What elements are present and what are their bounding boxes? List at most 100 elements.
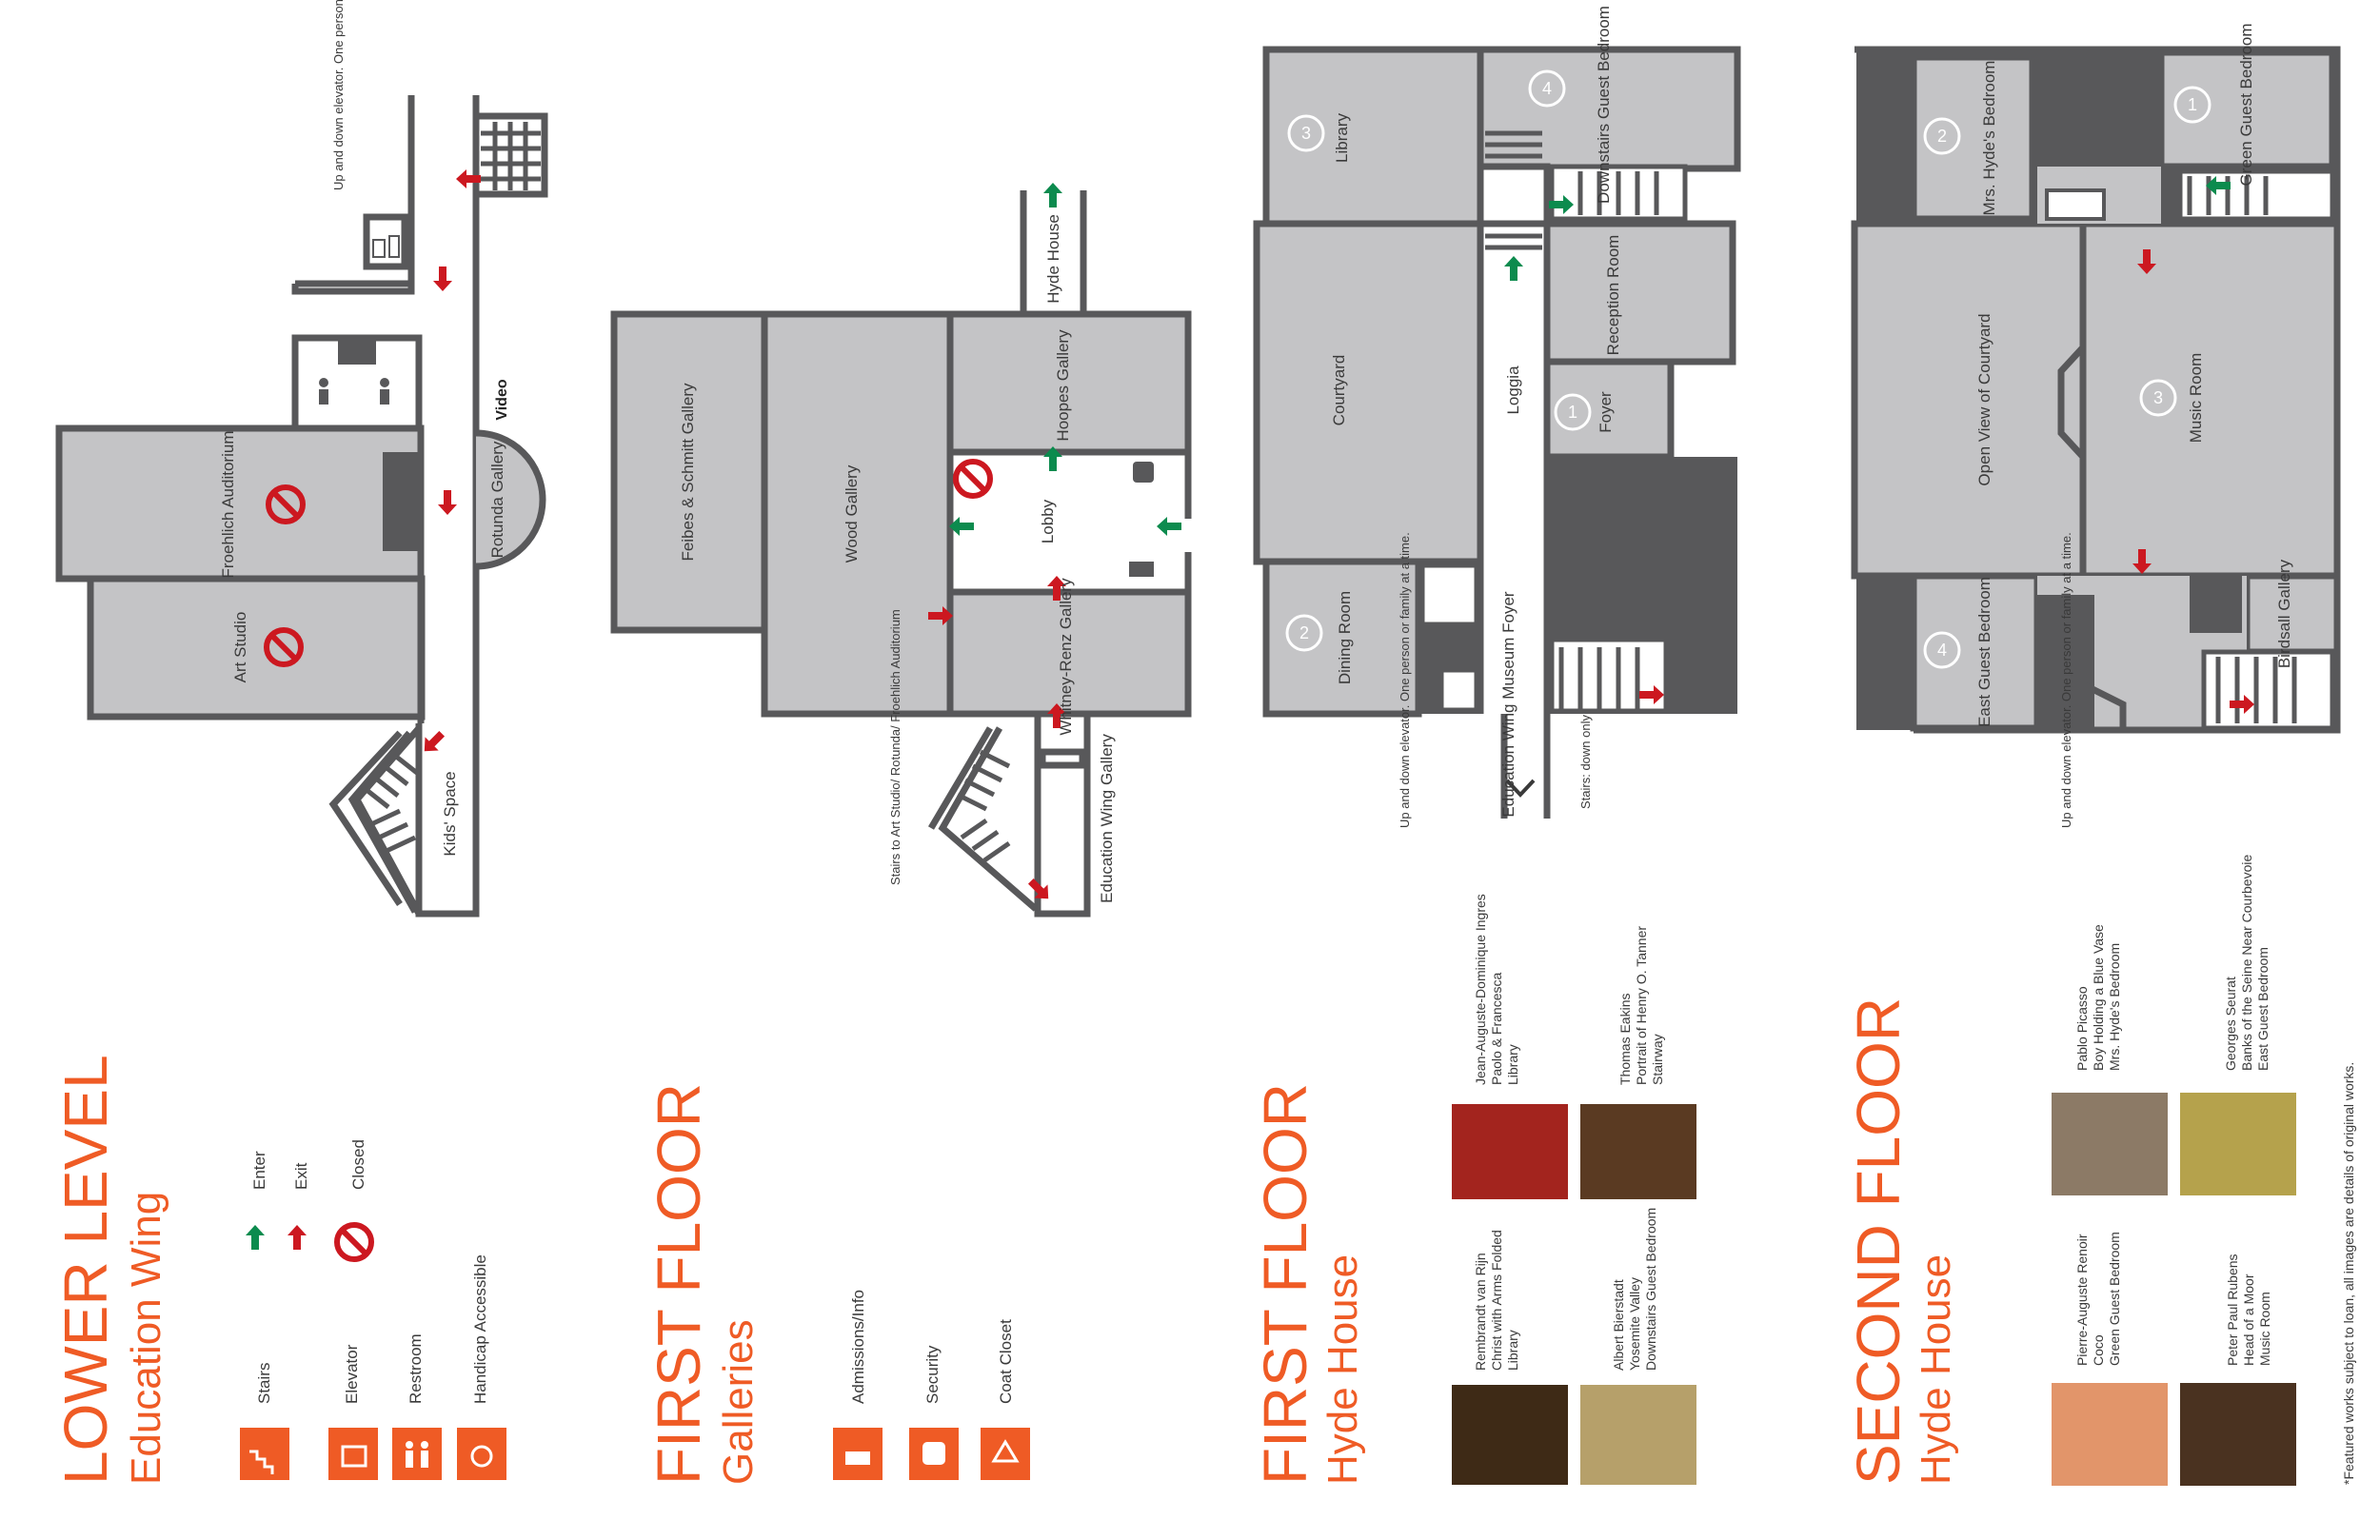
legend-restroom: Restroom	[407, 1333, 425, 1404]
artwork-thumbnail	[1580, 1104, 1696, 1199]
kids-space	[328, 725, 476, 918]
title-first-hyde: FIRST FLOOR	[1251, 1083, 1319, 1485]
svg-text:4: 4	[1937, 641, 1947, 660]
number-badge: 1	[1554, 393, 1592, 431]
lower-stairs-top	[472, 112, 548, 198]
rotunda-gallery	[475, 429, 546, 570]
music-room	[2079, 220, 2341, 580]
open-view-courtyard	[1851, 220, 2087, 580]
hyde-elevator-note: Up and down elevator. One person or fami…	[1398, 532, 1412, 828]
mrs-hyde-bedroom	[1910, 53, 2036, 223]
enter-arrow	[1157, 517, 1181, 536]
legend-coat-closet: Coat Closet	[997, 1319, 1015, 1404]
artwork-caption: Pierre-Auguste RenoirCocoGreen Guest Bed…	[2074, 1232, 2122, 1366]
lower-level-map: Froehlich Auditorium Art Studio Rotunda …	[55, 0, 548, 918]
label-hoopes: Hoopes Gallery	[1054, 329, 1072, 442]
label-loggia: Loggia	[1504, 365, 1522, 415]
label-hyde-house: Hyde House	[1044, 214, 1062, 304]
label-froehlich: Froehlich Auditorium	[219, 431, 237, 579]
second-elevator-note: Up and down elevator. One person or fami…	[2059, 532, 2073, 828]
legend-closed: Closed	[349, 1139, 367, 1190]
label-edu-gallery: Education Wing Gallery	[1098, 734, 1116, 903]
label-courtyard: Courtyard	[1330, 355, 1348, 426]
label-foyer: Foyer	[1597, 391, 1615, 433]
label-open-view: Open View of Courtyard	[1975, 313, 1993, 485]
label-east: East Guest Bedroom	[1975, 577, 1993, 727]
hyde-house-corridor	[1020, 190, 1087, 314]
svg-text:1: 1	[1568, 403, 1577, 422]
enter-arrow	[1043, 183, 1062, 207]
legend-admissions: Admissions/Info	[849, 1290, 867, 1404]
number-badge: 2	[1923, 117, 1961, 155]
art-studio	[87, 575, 426, 721]
restroom-icon	[380, 378, 389, 405]
label-mrs-hyde: Mrs. Hyde's Bedroom	[1980, 61, 1998, 216]
stairs-legend-icon	[240, 1428, 289, 1480]
legend-enter: Enter	[250, 1151, 268, 1190]
closed-icon	[337, 1225, 371, 1259]
artwork-thumbnail	[1580, 1385, 1696, 1485]
artwork-caption: Georges SeuratBanks of the Seine Near Co…	[2223, 855, 2271, 1071]
exit-arrow	[417, 726, 449, 759]
artwork-thumbnail	[1452, 1385, 1568, 1485]
lobby	[946, 452, 1192, 592]
number-badge: 4	[1528, 69, 1566, 108]
exit-arrow-icon	[288, 1225, 307, 1250]
label-kids-space: Kids' Space	[441, 771, 459, 856]
label-dining: Dining Room	[1336, 591, 1354, 684]
label-whitney: Whitney-Renz Gallery	[1057, 578, 1075, 736]
artwork-caption: Rembrandt van RijnChrist with Arms Folde…	[1473, 1230, 1520, 1371]
second-floor-hyde-map: 2 1 3 4 Mrs. Hyde's Bedroom Green Guest …	[1851, 23, 2341, 828]
closed-icon	[956, 462, 990, 496]
first-floor-hyde-map: 3 4 1 2 Library Downstairs Guest Bedroom…	[1253, 6, 1741, 828]
enter-arrow-icon	[246, 1225, 265, 1250]
legend-accessible: Handicap Accessible	[471, 1254, 489, 1404]
number-badge: 2	[1285, 614, 1323, 652]
down-arrow-icon	[1505, 779, 1536, 798]
lower-elevator-box	[363, 213, 408, 270]
lower-elevator-note: Up and down elevator. One person or fami…	[331, 0, 346, 190]
artwork-caption: Pablo PicassoBoy Holding a Blue VaseMrs.…	[2074, 924, 2122, 1071]
library	[1262, 46, 1484, 227]
legend-elevator: Elevator	[343, 1344, 361, 1404]
legend: Enter Exit Closed Stairs Elevator Restro…	[240, 1139, 1030, 1480]
restroom-legend-icon	[392, 1428, 442, 1480]
first-floor-galleries-map: Feibes & Schmitt Gallery Wood Gallery Ho…	[610, 183, 1192, 918]
svg-text:3: 3	[2153, 388, 2163, 407]
elevator-legend-icon	[328, 1428, 378, 1480]
label-green: Green Guest Bedroom	[2237, 23, 2255, 186]
artwork-thumbnail	[1452, 1104, 1568, 1199]
label-video: Video	[494, 379, 510, 421]
label-birdsall: Birdsall Gallery	[2275, 559, 2293, 668]
restroom-icon	[319, 378, 328, 405]
artwork-thumbnail	[2052, 1093, 2168, 1195]
green-guest-bedroom	[2157, 49, 2336, 170]
admissions-icon	[1129, 562, 1154, 577]
artwork-thumbnail	[2180, 1383, 2296, 1486]
label-art-studio: Art Studio	[231, 612, 249, 683]
label-downstairs: Downstairs Guest Bedroom	[1595, 6, 1613, 204]
artwork-caption: Peter Paul RubensHead of a MoorMusic Roo…	[2225, 1254, 2272, 1366]
label-rotunda: Rotunda Gallery	[488, 441, 506, 558]
gallery-stairs	[927, 714, 1091, 918]
artworks: Jean-Auguste-Dominique IngresPaolo & Fra…	[1452, 855, 2296, 1486]
security-icon	[1133, 462, 1154, 483]
reception-room	[1543, 220, 1736, 365]
title-first-galleries: FIRST FLOOR	[645, 1083, 713, 1485]
number-badge: 3	[2139, 379, 2177, 417]
svg-text:4: 4	[1542, 79, 1552, 98]
exit-arrow	[438, 490, 457, 515]
legend-stairs: Stairs	[255, 1363, 273, 1404]
label-wood: Wood Gallery	[843, 464, 861, 563]
number-badge: 3	[1287, 114, 1325, 152]
label-edu-foyer: Education Wing Museum Foyer	[1499, 591, 1517, 817]
number-badge: 1	[2173, 86, 2211, 124]
artwork-caption: Albert BierstadtYosemite ValleyDownstair…	[1611, 1208, 1658, 1371]
exit-arrow	[433, 267, 452, 291]
coat-closet-legend-icon	[981, 1428, 1030, 1480]
svg-text:2: 2	[1937, 127, 1947, 146]
title-second-hyde: SECOND FLOOR	[1844, 997, 1913, 1485]
legend-exit: Exit	[292, 1162, 310, 1190]
hoopes-gallery	[946, 310, 1192, 456]
subtitle-first-hyde: Hyde House	[1319, 1254, 1366, 1485]
